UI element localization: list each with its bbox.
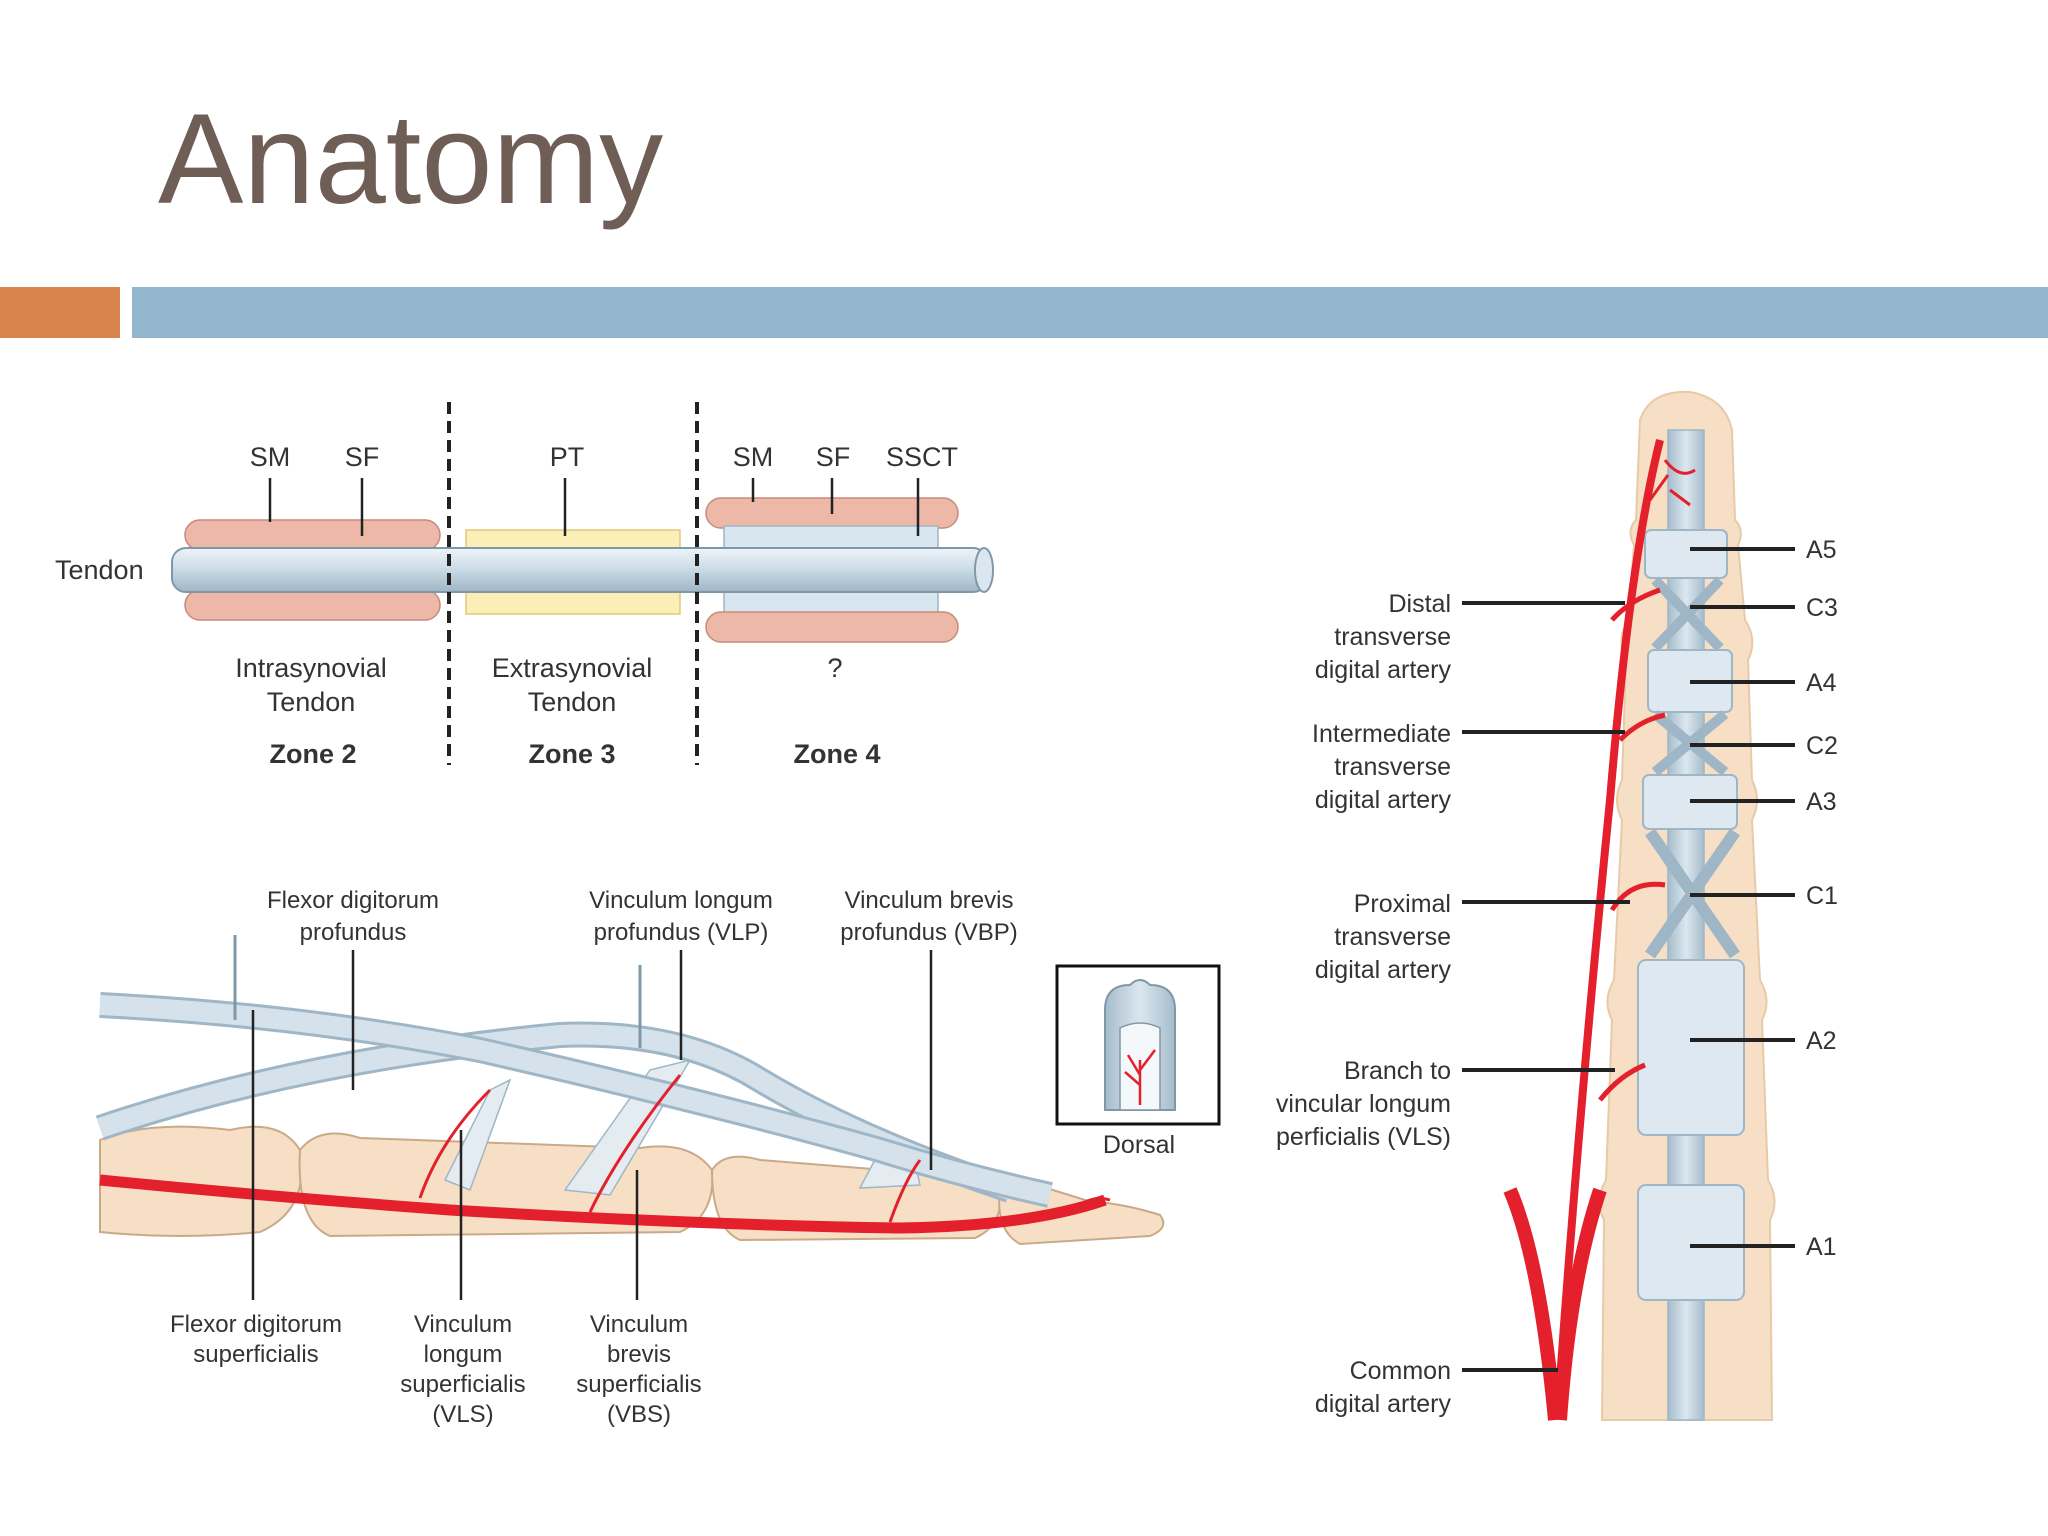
zone3-desc-1: Extrasynovial xyxy=(492,653,653,683)
zone4-sheath-bottom xyxy=(705,611,959,643)
vbp-label-2: profundus (VBP) xyxy=(840,919,1017,946)
vbp-label-1: Vinculum brevis xyxy=(845,887,1014,914)
pulley-a5 xyxy=(1644,529,1728,579)
lateral-artery xyxy=(99,1174,1107,1234)
lateral-diagram: Dorsal Flexor digitorum profundus Vincul… xyxy=(95,887,1221,1428)
zone3-desc-2: Tendon xyxy=(528,687,617,717)
pulley-a2 xyxy=(1637,959,1745,1136)
vls-label-3: superficialis xyxy=(400,1371,525,1398)
vls-label-4: (VLS) xyxy=(432,1401,493,1428)
zone2-desc-2: Tendon xyxy=(267,687,356,717)
pulley-label-a1: A1 xyxy=(1806,1233,1837,1261)
tendon-label: Tendon xyxy=(55,555,144,585)
zone3-label: Zone 3 xyxy=(528,739,615,769)
zone2-desc-1: Intrasynovial xyxy=(235,653,387,683)
vbs-label-2: brevis xyxy=(607,1341,671,1368)
vls-label-1: Vinculum xyxy=(414,1311,512,1338)
distal-label-1: Distal xyxy=(1388,590,1451,618)
distal-label-2: transverse xyxy=(1334,623,1451,651)
dorsal-label: Dorsal xyxy=(1103,1131,1175,1159)
fds-label-2: superficialis xyxy=(193,1341,318,1368)
zone3-pt-label: PT xyxy=(550,442,585,472)
fdp-label-1: Flexor digitorum xyxy=(267,887,439,914)
proximal-label-3: digital artery xyxy=(1315,956,1452,984)
tendon-bar xyxy=(171,547,988,593)
zone2-sf-label: SF xyxy=(345,442,380,472)
intermediate-label-1: Intermediate xyxy=(1312,720,1451,748)
zones-diagram: Tendon SM SF PT SM SF SSCT Intrasynovial… xyxy=(55,402,994,769)
zone4-sf-label: SF xyxy=(816,442,851,472)
pulley-a1 xyxy=(1637,1184,1745,1301)
vlp-label-2: profundus (VLP) xyxy=(594,919,769,946)
page-title: Anatomy xyxy=(158,88,664,231)
distal-label-3: digital artery xyxy=(1315,656,1452,684)
accent-bar-orange xyxy=(0,287,120,338)
zone2-sm-label: SM xyxy=(250,442,291,472)
zone4-ssct-label: SSCT xyxy=(886,442,958,472)
vlp-label-1: Vinculum longum xyxy=(589,887,773,914)
vbs-label-1: Vinculum xyxy=(590,1311,688,1338)
finger-pulley-diagram: A5 C3 A4 C2 A3 C1 A2 A1 Distal transvers… xyxy=(1276,390,1838,1421)
pulley-label-c2: C2 xyxy=(1806,732,1838,760)
proximal-label-1: Proximal xyxy=(1354,890,1451,918)
pulley-c3 xyxy=(1651,576,1724,652)
zone4-desc: ? xyxy=(827,653,842,683)
zone2-sheath-bottom xyxy=(184,589,441,621)
fdp-label-2: profundus xyxy=(300,919,407,946)
intermediate-label-2: transverse xyxy=(1334,753,1451,781)
vbs-label-4: (VBS) xyxy=(607,1401,671,1428)
pulley-label-c1: C1 xyxy=(1806,882,1838,910)
branch-label-3: perficialis (VLS) xyxy=(1276,1123,1451,1151)
zone2-label: Zone 2 xyxy=(269,739,356,769)
pulley-label-a4: A4 xyxy=(1806,669,1837,697)
vbs-label-3: superficialis xyxy=(576,1371,701,1398)
common-label-1: Common xyxy=(1350,1357,1451,1385)
pulley-label-a5: A5 xyxy=(1806,536,1837,564)
fds-label-1: Flexor digitorum xyxy=(170,1311,342,1338)
zone2-sheath-top xyxy=(184,519,441,551)
accent-bar-blue xyxy=(132,287,2048,338)
pulley-label-a2: A2 xyxy=(1806,1027,1837,1055)
branch-label-1: Branch to xyxy=(1344,1057,1451,1085)
common-digital-artery xyxy=(1556,439,1664,1381)
common-label-2: digital artery xyxy=(1315,1390,1452,1418)
proximal-label-2: transverse xyxy=(1334,923,1451,951)
vls-label-2: longum xyxy=(424,1341,503,1368)
zone4-sm-label: SM xyxy=(733,442,774,472)
branch-label-2: vincular longum xyxy=(1276,1090,1451,1118)
intermediate-label-3: digital artery xyxy=(1315,786,1452,814)
pulley-label-a3: A3 xyxy=(1806,788,1837,816)
zone4-label: Zone 4 xyxy=(793,739,880,769)
pulley-label-c3: C3 xyxy=(1806,594,1838,622)
